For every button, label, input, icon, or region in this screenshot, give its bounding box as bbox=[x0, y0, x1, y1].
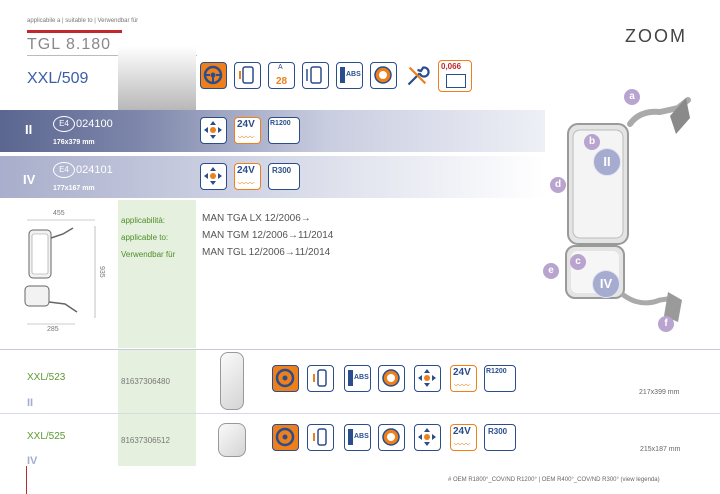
dimension-drawing: 455 935 285 bbox=[15, 208, 115, 338]
spare-size: 215x187 mm bbox=[640, 446, 681, 453]
mirror-heated-icon bbox=[307, 424, 334, 451]
voltage-heater-icon: 24V 〰〰 bbox=[450, 365, 477, 392]
variant-ii-approval-mark: E4 bbox=[53, 116, 75, 132]
steering-wheel-icon bbox=[272, 365, 299, 392]
title-underline bbox=[27, 55, 197, 56]
steering-wheel-icon bbox=[200, 62, 227, 89]
abs-sensor-icon: ABS bbox=[344, 424, 371, 451]
lens-icon bbox=[370, 62, 397, 89]
abs-sensor-icon: ABS bbox=[344, 365, 371, 392]
spare-code: XXL/525 bbox=[27, 431, 66, 442]
dimension-width: 455 bbox=[53, 210, 65, 217]
adjust-angle-icon: A 28 bbox=[268, 62, 295, 89]
grey-column bbox=[118, 46, 196, 110]
model-line: MAN TGL 12/2006→11/2014 bbox=[202, 247, 331, 258]
product-code: XXL/509 bbox=[27, 70, 89, 87]
mirror-heated-icon bbox=[234, 62, 261, 89]
voltage-heater-icon: 24V 〰〰 bbox=[234, 163, 261, 190]
spare-numeral: II bbox=[27, 397, 34, 409]
applicability-models: MAN TGA LX 12/2006→ MAN TGM 12/2006→11/2… bbox=[202, 210, 333, 261]
steering-wheel-icon bbox=[272, 424, 299, 451]
label-de: Verwendbar für bbox=[121, 250, 176, 259]
callout-d: d bbox=[550, 177, 566, 193]
spare-part-column bbox=[118, 350, 196, 466]
voltage-heater-icon: 24V 〰〰 bbox=[234, 117, 261, 144]
mirror-electric-icon bbox=[302, 62, 329, 89]
footer-note[interactable]: # OEM R1800°_COV/ND R1200° | OEM R400°_C… bbox=[448, 477, 660, 483]
model-line: MAN TGM 12/2006→11/2014 bbox=[202, 230, 334, 241]
callout-c: c bbox=[570, 254, 586, 270]
feature-row: A 28 ABS 0,066 bbox=[200, 60, 490, 94]
left-accent-line bbox=[26, 466, 27, 494]
mirror-numeral-ii: II bbox=[593, 148, 621, 176]
zoom-logo: ZOOM bbox=[625, 26, 687, 46]
mirror-numeral-iv: IV bbox=[592, 270, 620, 298]
spare-code: XXL/523 bbox=[27, 372, 66, 383]
spare-glass-image bbox=[220, 352, 244, 410]
spare-size: 217x399 mm bbox=[639, 389, 680, 396]
callout-e: e bbox=[543, 263, 559, 279]
dimension-bottom: 285 bbox=[47, 326, 59, 333]
model-line: MAN TGA LX 12/2006→ bbox=[202, 213, 311, 224]
header-accent-line bbox=[27, 30, 122, 33]
weight-box-icon: 0,066 bbox=[438, 60, 472, 92]
spare-separator bbox=[0, 349, 720, 350]
variant-ii-approval-no: 024100 bbox=[76, 118, 113, 130]
variant-iv-numeral: IV bbox=[23, 172, 36, 187]
label-en: applicable to: bbox=[121, 233, 169, 242]
abs-sensor-icon: ABS bbox=[336, 62, 363, 89]
adjust-arrows-icon bbox=[200, 117, 227, 144]
voltage-heater-icon: 24V 〰〰 bbox=[450, 424, 477, 451]
lens-icon bbox=[378, 424, 405, 451]
spare-separator bbox=[0, 413, 720, 414]
spare-numeral: IV bbox=[27, 455, 38, 467]
applicability-label-column bbox=[118, 200, 196, 348]
adjust-arrows-icon bbox=[414, 365, 441, 392]
label-it: applicabilità: bbox=[121, 216, 166, 225]
variant-ii-numeral: II bbox=[25, 122, 33, 137]
variant-iv-size: 177x167 mm bbox=[53, 185, 95, 192]
radius-icon: R300 bbox=[268, 163, 300, 190]
lens-icon bbox=[378, 365, 405, 392]
radius-icon: R300 bbox=[484, 424, 516, 451]
callout-a: a bbox=[624, 89, 640, 105]
spare-part-no: 81637306480 bbox=[121, 377, 170, 386]
tools-icon bbox=[404, 62, 431, 89]
mirror-illustration: a b d c e f II IV bbox=[540, 88, 720, 333]
applicability-labels: applicabilità: applicable to: Verwendbar… bbox=[121, 212, 175, 263]
languages-line: applicabile a | suitable to | Verwendbar… bbox=[27, 18, 139, 24]
variant-iv-approval-mark: E4 bbox=[53, 162, 75, 178]
adjust-arrows-icon bbox=[200, 163, 227, 190]
variant-ii-size: 176x379 mm bbox=[53, 139, 95, 146]
model-title: TGL 8.180 bbox=[27, 36, 112, 53]
variant-iv-approval-no: 024101 bbox=[76, 164, 113, 176]
dimension-height: 935 bbox=[98, 266, 105, 278]
radius-icon: R1200 bbox=[268, 117, 300, 144]
adjust-arrows-icon bbox=[414, 424, 441, 451]
callout-f: f bbox=[658, 316, 674, 332]
spare-part-no: 81637306512 bbox=[121, 436, 170, 445]
spare-glass-image bbox=[218, 423, 246, 457]
radius-icon: R1200 bbox=[484, 365, 516, 392]
callout-b: b bbox=[584, 134, 600, 150]
mirror-heated-icon bbox=[307, 365, 334, 392]
